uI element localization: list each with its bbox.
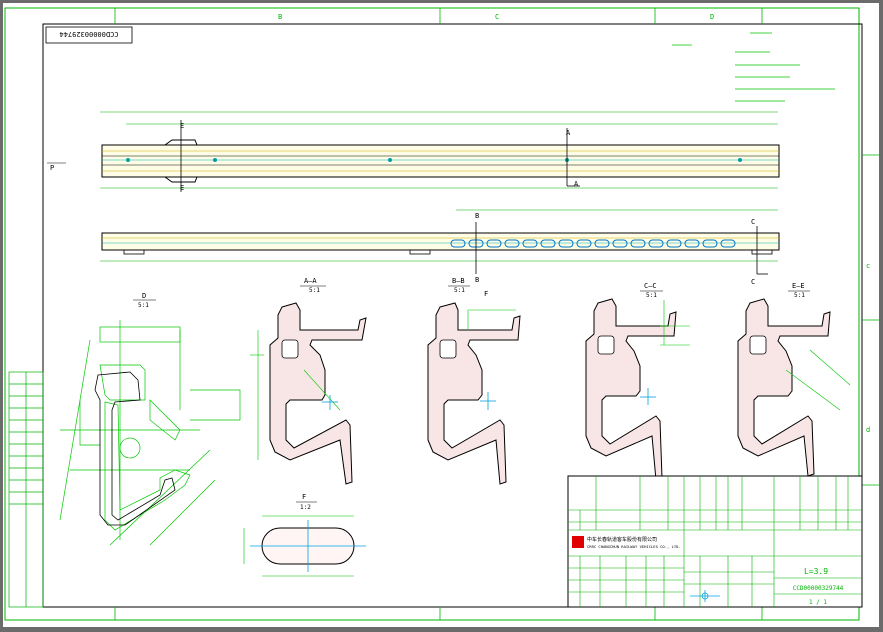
detail-view-d: D 5:1 — [59, 292, 241, 546]
zone-ticks — [114, 8, 879, 620]
technical-notes — [672, 32, 835, 102]
col-marker-c: C — [495, 13, 499, 21]
row-marker-c: c — [866, 262, 870, 270]
section-c-c: C—C 5:1 — [585, 282, 690, 481]
company-logo — [572, 536, 584, 548]
col-marker-b: B — [278, 13, 282, 21]
view-f-scale: 1:2 — [300, 504, 311, 511]
cut-label-e-top: E — [180, 122, 184, 130]
sheet-number: 1 / 1 — [809, 599, 827, 606]
code-box — [45, 26, 133, 44]
view-d-scale: 5:1 — [138, 302, 149, 309]
section-cc-label: C—C — [644, 282, 657, 290]
row-marker-d: d — [866, 426, 870, 434]
cut-label-b-bottom: B — [475, 276, 479, 284]
col-marker-d: D — [710, 13, 714, 21]
revision-table — [8, 371, 44, 608]
title-drawing-no: CCD00000329744 — [793, 585, 844, 592]
outer-frame — [4, 7, 860, 621]
section-a-a: A—A 5:1 — [250, 277, 367, 485]
view-f-marker: F — [484, 290, 488, 298]
detail-view-f: F 1:2 — [243, 493, 366, 577]
section-e-e: E—E 5:1 — [737, 282, 851, 477]
cut-label-c-top: C — [751, 218, 755, 226]
main-profile-top-view: E E A A P — [47, 111, 780, 192]
section-b-b: B—B 5:1 F — [427, 277, 521, 485]
view-f-label: F — [302, 493, 306, 501]
section-aa-scale: 5:1 — [309, 287, 320, 294]
section-ee-scale: 5:1 — [794, 292, 805, 299]
cut-label-e-bottom: E — [180, 184, 184, 192]
view-d-label: D — [142, 292, 146, 300]
label-p: P — [50, 164, 54, 172]
section-bb-scale: 5:1 — [454, 287, 465, 294]
cut-label-c-bottom: C — [751, 278, 755, 286]
cut-label-a-bottom: A — [574, 180, 579, 188]
inner-frame — [42, 23, 863, 608]
title-block: 中车长春轨道客车股份有限公司 CRRC CHANGCHUN RAILWAY VE… — [567, 475, 863, 608]
cut-label-b-top: B — [475, 212, 479, 220]
company-name-en: CRRC CHANGCHUN RAILWAY VEHICLES CO., LTD… — [587, 544, 681, 549]
length-value: L=3.9 — [804, 567, 828, 576]
section-cc-scale: 5:1 — [646, 292, 657, 299]
section-aa-label: A—A — [304, 277, 317, 285]
section-bb-label: B—B — [452, 277, 465, 285]
section-ee-label: E—E — [792, 282, 805, 290]
main-profile-side-view: B B C C — [100, 209, 780, 286]
cut-label-a-top: A — [566, 129, 571, 137]
company-name-cn: 中车长春轨道客车股份有限公司 — [587, 536, 657, 543]
code-box-text: CCD00000329744 — [59, 30, 118, 38]
